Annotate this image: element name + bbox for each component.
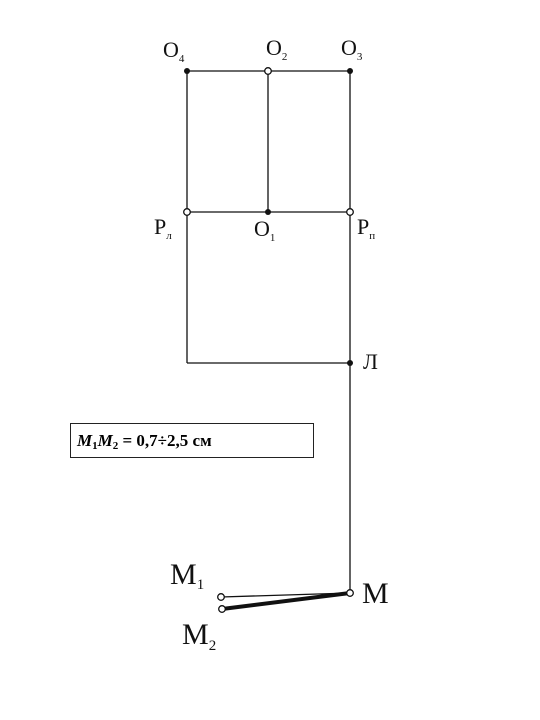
point-o1 bbox=[265, 209, 271, 215]
line-m-m2-thick bbox=[221, 591, 351, 611]
line-m-m1 bbox=[220, 592, 351, 598]
label-pp: Pп bbox=[357, 214, 375, 242]
point-pl bbox=[183, 208, 191, 216]
point-o3 bbox=[347, 68, 353, 74]
formula-m1-sub: 1 bbox=[92, 440, 98, 452]
point-pp bbox=[346, 208, 354, 216]
label-o3: O3 bbox=[341, 35, 363, 63]
point-m2 bbox=[218, 605, 226, 613]
label-pl: Pл bbox=[154, 214, 172, 242]
point-m bbox=[346, 589, 354, 597]
point-m1 bbox=[217, 593, 225, 601]
formula-value: = 0,7÷2,5 см bbox=[118, 431, 212, 450]
point-l bbox=[347, 360, 353, 366]
formula-m2-sub: 2 bbox=[112, 440, 119, 452]
formula-m1: M bbox=[77, 431, 93, 450]
formula-m2: M bbox=[97, 431, 113, 450]
point-o4 bbox=[184, 68, 190, 74]
label-l: Л bbox=[363, 349, 378, 374]
label-o4: O4 bbox=[163, 37, 185, 65]
label-m2: M2 bbox=[182, 618, 216, 654]
label-m: M bbox=[362, 577, 389, 610]
label-o1: O1 bbox=[254, 216, 275, 244]
point-o2 bbox=[264, 67, 272, 75]
label-m1: M1 bbox=[170, 558, 204, 593]
label-o2: O2 bbox=[266, 35, 287, 63]
formula-box: M1M2 = 0,7÷2,5 см bbox=[70, 423, 314, 458]
